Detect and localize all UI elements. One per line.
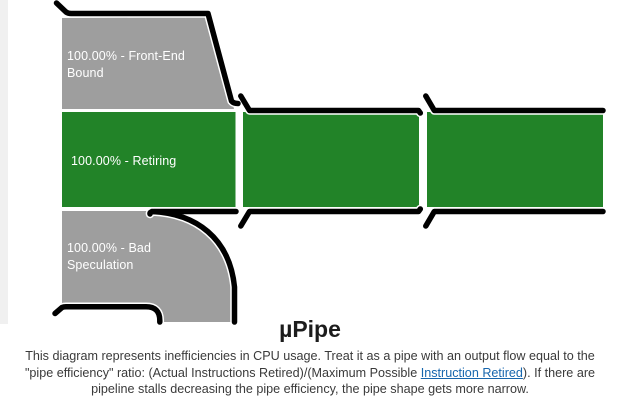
description-text-after-link: ). If there are pipeline stalls decreasi…: [91, 365, 596, 397]
bad-speculation-section: [62, 211, 235, 322]
pipe-outline: [52, 0, 606, 325]
bad-speculation-outer-curve: [149, 208, 238, 325]
diagram-description: This diagram represents inefficiencies i…: [14, 348, 606, 398]
bad-speculation-label: 100.00% - Bad Speculation: [67, 241, 151, 272]
pipe-outline-bottom-segment-2: [238, 206, 424, 229]
pipe-outline-top-funnel: [53, 0, 241, 107]
retiring-label: 100.00% - Retiring: [71, 154, 177, 168]
retiring-segment-1: [62, 112, 236, 207]
description-text-before-link: This diagram represents inefficiencies i…: [24, 349, 595, 380]
front-end-bound-label: 100.00% - Front-End Bound: [67, 49, 185, 80]
next-section-outline: [52, 304, 163, 325]
pipe-outline-top-segment-3: [423, 93, 606, 114]
panel-edge-strip: [0, 0, 8, 324]
page-title: µPipe: [279, 316, 341, 342]
front-end-bound-section: [62, 17, 234, 109]
pipe-outline-top-segment-2: [238, 93, 424, 116]
instruction-retired-link[interactable]: Instruction Retired: [420, 365, 523, 380]
retiring-segment-3: [427, 112, 603, 207]
retiring-segment-2: [243, 112, 419, 207]
pipe-outline-bottom-segment-3: [423, 208, 606, 229]
